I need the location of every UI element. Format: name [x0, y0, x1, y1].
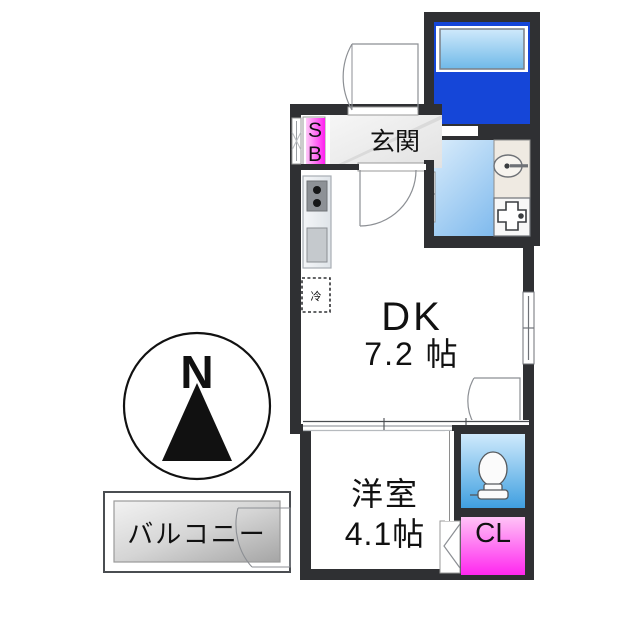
dk-room: DK 7.2 帖 [364, 295, 459, 372]
balcony-label: バルコニー [127, 519, 266, 549]
washroom-block [424, 126, 540, 246]
stove-icon [306, 180, 328, 212]
bath-window-icon [436, 26, 528, 72]
bedroom-label: 洋室 [351, 476, 419, 512]
entrance-door[interactable] [342, 43, 419, 116]
shoe-box-label-s: S [308, 119, 322, 142]
genkan-area: S B 玄関 [301, 43, 442, 227]
kitchen-sink-icon [306, 227, 328, 263]
washbasin-icon [493, 154, 528, 178]
closet-label: CL [475, 517, 511, 548]
refrigerator-space: 冷 [301, 277, 331, 313]
toilet-room [452, 425, 534, 517]
shoe-box-label-b: B [308, 143, 322, 166]
toilet-icon [470, 451, 509, 500]
compass: N [122, 331, 272, 481]
refrigerator-label: 冷 [311, 290, 322, 303]
kitchen-area: 冷 [301, 175, 332, 313]
shoe-box: S B [302, 116, 326, 167]
bathroom-block [424, 12, 540, 134]
closet: CL [452, 513, 534, 575]
dk-window [522, 291, 535, 365]
bedroom-right-wall [445, 431, 454, 521]
balcony: バルコニー [103, 491, 291, 573]
wall-details [301, 104, 534, 248]
closet-door[interactable] [439, 520, 461, 574]
bedroom-room: 洋室 4.1帖 [345, 476, 426, 552]
compass-north-label: N [180, 346, 213, 398]
washing-machine-space-icon [493, 197, 531, 237]
bedroom-size-label: 4.1帖 [345, 516, 426, 552]
dk-label: DK [381, 295, 443, 339]
dk-size-label: 7.2 帖 [364, 336, 459, 372]
genkan-label: 玄関 [370, 128, 420, 156]
genkan-left-window [291, 117, 302, 165]
